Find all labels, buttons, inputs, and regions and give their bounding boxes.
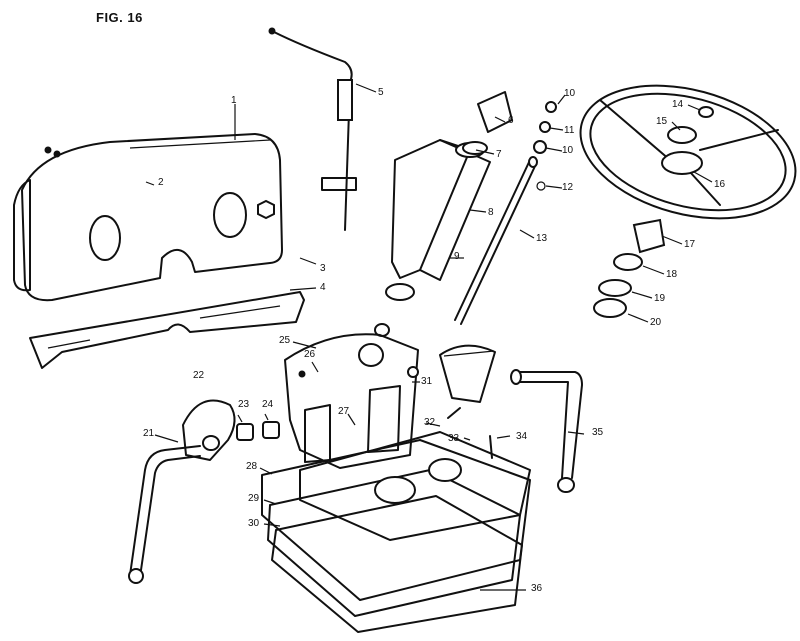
part-6-7-fittings: [374, 91, 513, 337]
callout-9: 9: [454, 251, 460, 262]
callout-14: 14: [672, 99, 684, 110]
part-21-22-drop-arm: [128, 399, 236, 584]
part-8-column-bracket: [391, 139, 491, 281]
part-4-trim-strip: [29, 291, 305, 369]
callout-12: 12: [562, 182, 574, 193]
part-16-steering-wheel: [579, 84, 797, 220]
part-35-lever: [510, 369, 583, 493]
part-10-12-nuts: [533, 101, 557, 191]
callout-27: 27: [338, 406, 350, 417]
callout-16: 16: [714, 179, 726, 190]
callout-4: 4: [320, 282, 326, 293]
part-23-24-bushes: [236, 421, 280, 441]
callout-8: 8: [488, 207, 494, 218]
callout-18: 18: [666, 269, 678, 280]
callout-10-top: 10: [564, 88, 576, 99]
callout-36: 36: [531, 583, 543, 594]
part-13-steering-shaft: [454, 156, 538, 325]
part-5-control-rod: [268, 27, 357, 231]
callout-34: 34: [516, 431, 528, 442]
callout-23: 23: [238, 399, 250, 410]
callout-6: 6: [508, 115, 514, 126]
callout-11: 11: [564, 125, 575, 136]
leader-lines: [145, 83, 713, 591]
callout-20: 20: [650, 317, 662, 328]
callout-22: 22: [193, 370, 205, 381]
callout-19: 19: [654, 293, 666, 304]
callout-13: 13: [536, 233, 548, 244]
callout-3: 3: [320, 263, 326, 274]
callout-26: 26: [304, 349, 316, 360]
callout-35: 35: [592, 427, 604, 438]
part-31-sector-gear: [407, 344, 496, 459]
callout-5: 5: [378, 87, 384, 98]
part-25-steering-box: [284, 333, 419, 469]
callout-17: 17: [684, 239, 696, 250]
callout-1: 1: [231, 95, 237, 106]
callout-7: 7: [496, 149, 502, 160]
part-1-dash-panel: [13, 133, 283, 302]
part-17-20-column-hardware: [593, 218, 666, 318]
callout-10-lower: 10: [562, 145, 574, 156]
part-28-30-gaskets: [261, 431, 531, 633]
callout-21: 21: [143, 428, 155, 439]
callout-31: 31: [421, 376, 433, 387]
callout-15: 15: [656, 116, 668, 127]
callout-30: 30: [248, 518, 260, 529]
callout-2: 2: [158, 177, 164, 188]
callout-24: 24: [262, 399, 274, 410]
callout-29: 29: [248, 493, 260, 504]
callout-32: 32: [424, 417, 436, 428]
callout-25: 25: [279, 335, 291, 346]
callout-33: 33: [448, 433, 460, 444]
figure-title: FIG. 16: [96, 10, 143, 25]
callout-28: 28: [246, 461, 258, 472]
